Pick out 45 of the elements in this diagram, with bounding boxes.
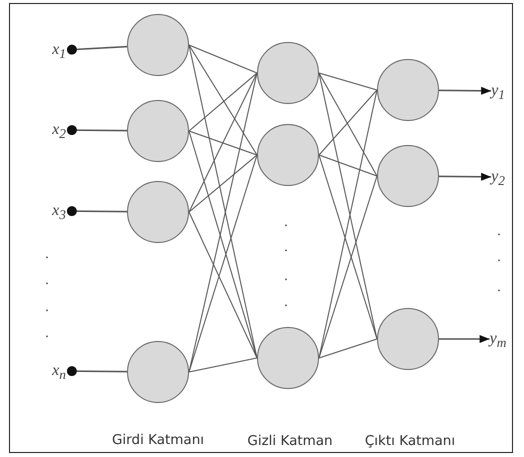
connection-line [188, 130, 258, 358]
variable-label: y$_{2}$ [491, 167, 505, 192]
ellipsis-dot: . [45, 248, 49, 262]
output-arrow [439, 335, 490, 343]
connection-line [318, 154, 378, 340]
connection-line [318, 338, 378, 358]
variable-label: x$_{3}$ [52, 201, 66, 226]
connection-line [188, 72, 258, 212]
connection-line [318, 90, 378, 156]
connection-line [188, 358, 258, 372]
ellipsis-dot: . [45, 301, 49, 315]
input-line [66, 366, 127, 376]
input-line [66, 125, 127, 136]
connection-line [188, 130, 258, 156]
connection-line [188, 154, 258, 372]
ellipsis-dot: . [497, 225, 501, 239]
connection-line [188, 154, 258, 212]
connection-line [188, 44, 258, 156]
variable-label: y$_{1}$ [491, 81, 505, 106]
connection-line [318, 176, 378, 358]
layer-label: Çıktı Katmanı [364, 432, 456, 450]
variable-label: x$_{n}$ [52, 361, 66, 386]
ellipsis-dot: . [45, 274, 49, 288]
connection-line [188, 44, 258, 74]
ellipsis-dot: . [284, 270, 288, 284]
input-line [66, 206, 127, 216]
variable-label: x$_{2}$ [52, 120, 66, 144]
connection-line [188, 212, 258, 358]
ellipsis-dot: . [284, 241, 288, 255]
output-arrow [439, 172, 492, 181]
ellipsis-dot: . [497, 281, 501, 295]
ellipsis-dot: . [284, 216, 288, 230]
output-arrow [439, 86, 492, 95]
connection-line [188, 72, 258, 132]
connection-line [318, 154, 378, 176]
variable-label: x$_{1}$ [52, 40, 66, 64]
ellipsis-dot: . [45, 327, 49, 341]
layer-label: Gizli Katman [247, 432, 333, 450]
ellipsis-dot: . [284, 296, 288, 310]
connection-line [318, 72, 378, 90]
variable-label: y$_{m}$ [490, 329, 506, 354]
ellipsis-dot: . [497, 251, 501, 265]
input-line [66, 44, 128, 55]
layer-label: Girdi Katmanı [112, 431, 204, 449]
connection-line [318, 72, 378, 176]
